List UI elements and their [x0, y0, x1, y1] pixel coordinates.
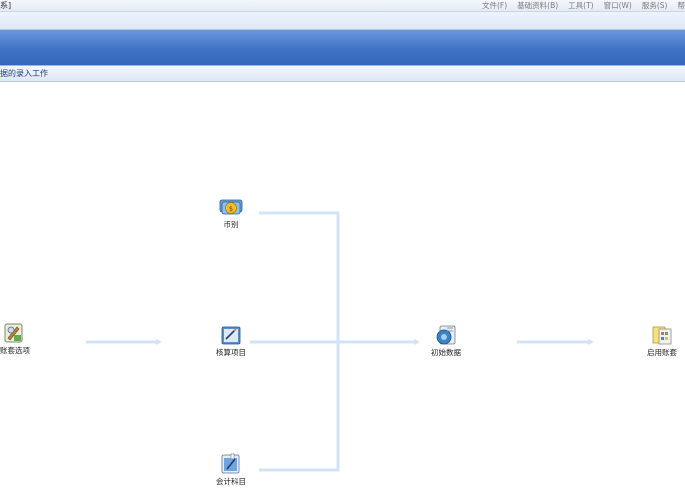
toolbar — [0, 12, 685, 30]
node-initial-data[interactable]: 初始数据 — [426, 324, 466, 358]
enable-account-icon — [652, 326, 672, 345]
node-label: 账套选项 — [0, 346, 30, 355]
node-chart-of-accounts[interactable]: 会计科目 — [211, 453, 251, 487]
section-title: 据的录入工作 — [0, 69, 48, 78]
accounting-items-icon — [221, 326, 241, 345]
header-banner — [0, 30, 685, 65]
svg-text:$: $ — [229, 205, 233, 213]
flow-connectors — [86, 211, 594, 472]
menu-file[interactable]: 文件(F) — [481, 1, 508, 10]
node-label: 会计科目 — [216, 477, 246, 486]
node-label: 币别 — [223, 220, 239, 229]
section-header: 据的录入工作 — [0, 65, 685, 82]
flow-canvas: 账套选项 $ 币别 核算项目 会计科目 — [0, 82, 685, 491]
app-title: 系] — [0, 1, 12, 10]
node-label: 启用账套 — [647, 348, 677, 357]
node-account-options[interactable]: 账套选项 — [0, 322, 40, 356]
node-currency[interactable]: $ 币别 — [211, 196, 251, 230]
menu-window[interactable]: 窗口(W) — [603, 1, 632, 10]
connector-accounts-branch — [259, 342, 340, 472]
menu-service[interactable]: 服务(S) — [641, 1, 668, 10]
currency-icon: $ — [219, 199, 243, 215]
account-options-icon — [4, 323, 23, 343]
node-accounting-items[interactable]: 核算项目 — [211, 324, 251, 358]
menu-bar: 系] 文件(F) 基础资料(B) 工具(T) 窗口(W) 服务(S) 帮 — [0, 0, 685, 12]
node-enable-account[interactable]: 启用账套 — [642, 324, 682, 358]
node-label: 初始数据 — [431, 348, 461, 357]
connector-currency-branch — [259, 211, 340, 342]
initial-data-icon — [436, 325, 456, 345]
menu-items: 文件(F) 基础资料(B) 工具(T) 窗口(W) 服务(S) 帮 — [472, 0, 685, 11]
node-label: 核算项目 — [216, 348, 246, 357]
chart-of-accounts-icon — [221, 453, 240, 474]
menu-basic-data[interactable]: 基础资料(B) — [517, 1, 559, 10]
menu-tools[interactable]: 工具(T) — [568, 1, 594, 10]
menu-help[interactable]: 帮 — [677, 1, 685, 10]
